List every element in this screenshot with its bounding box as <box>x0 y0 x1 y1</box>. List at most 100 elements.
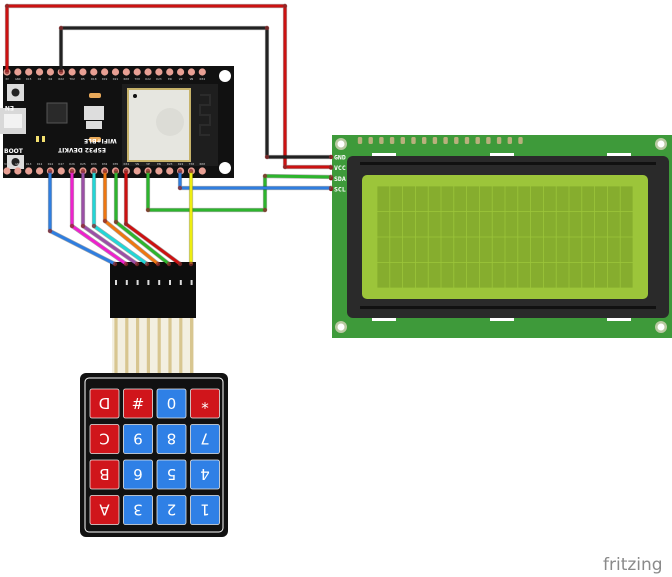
wire-bendpoint[interactable] <box>80 168 86 174</box>
key-label: # <box>132 394 145 412</box>
esp32-pin-d15[interactable] <box>25 68 33 76</box>
key-1[interactable]: 1 <box>190 495 220 525</box>
wire-bendpoint[interactable] <box>4 69 10 75</box>
wire-bendpoint[interactable] <box>113 168 119 174</box>
wire-bendpoint[interactable] <box>102 218 108 224</box>
wire-bendpoint[interactable] <box>282 164 288 170</box>
key-B[interactable]: B <box>89 459 120 490</box>
esp32-pin-tx2[interactable] <box>68 68 76 76</box>
esp32-pin-d2[interactable] <box>35 68 44 76</box>
wire-bendpoint[interactable] <box>188 168 194 174</box>
wire-bendpoint[interactable] <box>4 3 10 9</box>
key-*[interactable]: * <box>190 388 220 419</box>
wire-bendpoint[interactable] <box>91 168 97 174</box>
wire-bendpoint[interactable] <box>58 25 64 31</box>
key-0[interactable]: 0 <box>156 388 187 419</box>
wire-bendpoint[interactable] <box>264 25 270 31</box>
esp32-pin-d13[interactable] <box>25 167 33 175</box>
mount-hole-inner <box>657 323 665 331</box>
wire-bendpoint[interactable] <box>188 261 194 267</box>
esp32-pin-gnd[interactable] <box>14 68 22 76</box>
wire-bendpoint[interactable] <box>262 173 268 179</box>
wire-bendpoint[interactable] <box>328 154 334 160</box>
lcd-char-cell <box>467 237 479 263</box>
key-7[interactable]: 7 <box>190 424 220 454</box>
wire-bendpoint[interactable] <box>155 261 161 267</box>
esp32-pin-d5[interactable] <box>79 68 87 76</box>
wire-bendpoint[interactable] <box>262 207 268 213</box>
key-#[interactable]: # <box>123 388 153 419</box>
wire-bendpoint[interactable] <box>80 223 86 229</box>
wire-bendpoint[interactable] <box>177 185 183 191</box>
wire-bendpoint[interactable] <box>91 223 97 229</box>
wire-bendpoint[interactable] <box>282 3 288 9</box>
wire-bendpoint[interactable] <box>177 168 183 174</box>
keypad-connector[interactable] <box>110 262 196 373</box>
wire-bendpoint[interactable] <box>58 69 64 75</box>
esp32-pin-d4[interactable] <box>46 68 55 76</box>
wire-bendpoint[interactable] <box>264 154 270 160</box>
wire-bendpoint[interactable] <box>328 185 334 191</box>
key-9[interactable]: 9 <box>123 424 153 454</box>
wire-bendpoint[interactable] <box>328 164 334 170</box>
esp32-pin-d19[interactable] <box>101 68 109 76</box>
wire-bendpoint[interactable] <box>102 168 108 174</box>
esp32-pin-rx0[interactable] <box>122 68 130 76</box>
esp32-pin-d27[interactable] <box>57 167 65 175</box>
wire-bendpoint[interactable] <box>69 223 75 229</box>
esp32-pin-d12[interactable] <box>35 167 44 175</box>
key-2[interactable]: 2 <box>156 495 187 525</box>
esp32-pin-gnd[interactable] <box>14 167 22 175</box>
wire-bendpoint[interactable] <box>123 168 129 174</box>
lcd-char-cell <box>607 186 620 212</box>
wire-bendpoint[interactable] <box>145 168 151 174</box>
esp32-pin-vn[interactable] <box>187 68 196 76</box>
header-slot <box>158 280 161 285</box>
wire-bendpoint[interactable] <box>177 261 183 267</box>
wire-bendpoint[interactable] <box>69 168 75 174</box>
key-8[interactable]: 8 <box>156 424 187 454</box>
key-C[interactable]: C <box>89 424 120 454</box>
esp32-pin-d23[interactable] <box>166 167 174 175</box>
wire-bendpoint[interactable] <box>328 174 334 180</box>
wire-bendpoint[interactable] <box>144 261 150 267</box>
esp32-pin-d34[interactable] <box>198 68 206 76</box>
wire-bendpoint[interactable] <box>134 261 140 267</box>
esp32-pin-d21[interactable] <box>111 68 120 76</box>
esp32-pin-tx0[interactable] <box>133 68 141 76</box>
wire-bendpoint[interactable] <box>123 261 129 267</box>
wire-bendpoint[interactable] <box>123 221 129 227</box>
key-label: A <box>99 501 110 519</box>
bezel-tab <box>372 318 396 321</box>
wire-bendpoint[interactable] <box>145 207 151 213</box>
esp32-pin-label: EN <box>157 162 161 166</box>
key-5[interactable]: 5 <box>156 459 187 490</box>
wire-bendpoint[interactable] <box>47 168 53 174</box>
key-cap <box>156 495 187 525</box>
esp32-pin-d23[interactable] <box>155 68 163 76</box>
esp32-pin-d18[interactable] <box>90 68 98 76</box>
esp32-pin-en[interactable] <box>166 68 174 76</box>
key-4[interactable]: 4 <box>190 459 220 490</box>
key-3[interactable]: 3 <box>123 495 153 525</box>
wire-bendpoint[interactable] <box>47 228 53 234</box>
wire-bendpoint[interactable] <box>113 219 119 225</box>
wire-bendpoint[interactable] <box>112 261 118 267</box>
capacitor <box>89 93 101 98</box>
key-D[interactable]: D <box>89 388 120 419</box>
esp32-pin-en[interactable] <box>155 167 163 175</box>
key-label: 4 <box>200 465 210 483</box>
esp32-pin-vn[interactable] <box>133 167 141 175</box>
esp32-pin-rx0[interactable] <box>198 167 206 175</box>
esp32-pin-vin[interactable] <box>3 167 11 175</box>
key-A[interactable]: A <box>89 495 120 525</box>
esp32-pin-vp[interactable] <box>177 68 185 76</box>
key-label: 9 <box>133 430 143 448</box>
key-label: 5 <box>167 465 177 483</box>
key-6[interactable]: 6 <box>123 459 153 490</box>
wire-bendpoint[interactable] <box>166 261 172 267</box>
esp32-pin-d22[interactable] <box>144 68 152 76</box>
